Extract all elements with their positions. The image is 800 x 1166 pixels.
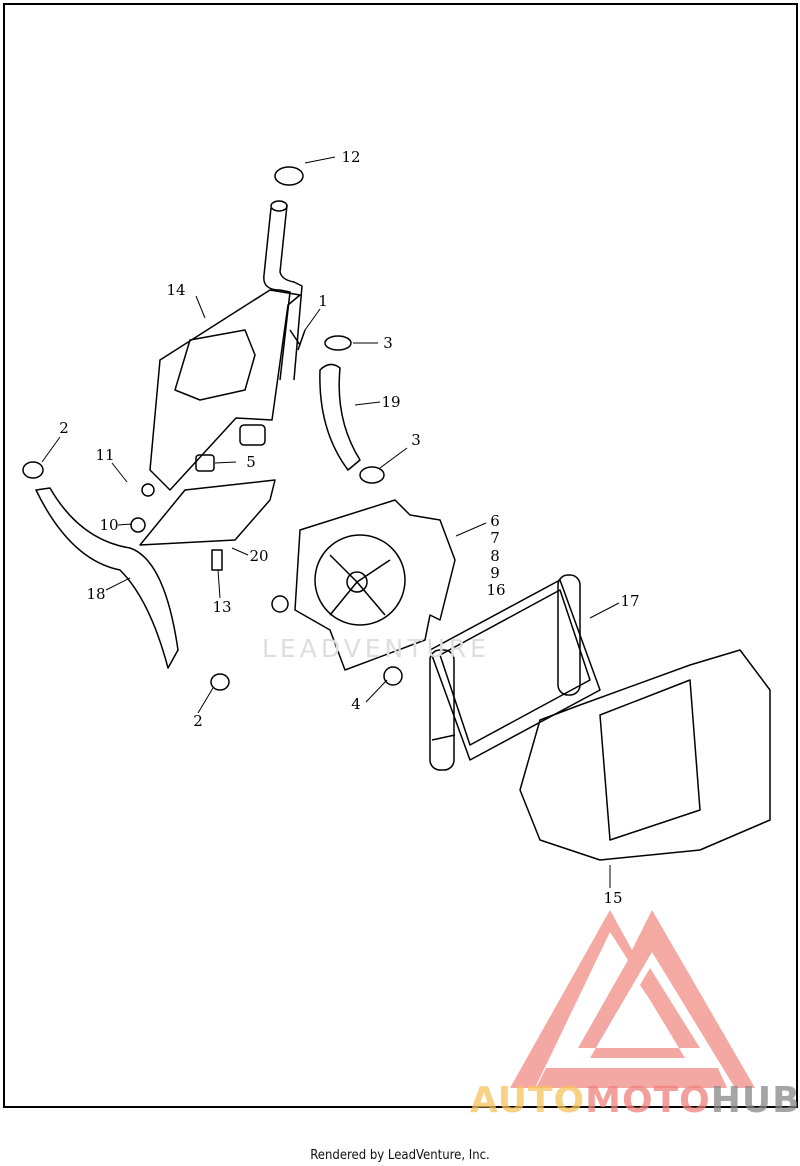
footer-credit: Rendered by LeadVenture, Inc. — [310, 1148, 490, 1163]
hose-19 — [319, 335, 385, 484]
callout-7: 7 — [490, 529, 500, 547]
callout-3: 3 — [383, 334, 393, 352]
logo-moto: MOTO — [585, 1080, 711, 1121]
logo-hub: HUB — [710, 1080, 800, 1121]
callout-16: 16 — [486, 581, 506, 599]
callout-6: 6 — [490, 512, 500, 530]
hose-18 — [22, 461, 230, 691]
callout-18: 18 — [86, 585, 106, 603]
callout-15: 15 — [603, 889, 623, 907]
radiator — [429, 574, 601, 771]
leader-lines — [41, 156, 620, 888]
callout-2: 2 — [59, 419, 69, 437]
diagram-frame — [3, 3, 798, 1108]
small-fasteners — [130, 329, 306, 571]
callout-8: 8 — [490, 547, 500, 565]
callout-9: 9 — [490, 564, 500, 582]
fan-shroud — [271, 499, 456, 686]
upper-hose — [263, 166, 304, 381]
callout-10: 10 — [99, 516, 119, 534]
callout-17: 17 — [620, 592, 640, 610]
bracket — [149, 289, 301, 491]
callout-3b: 3 — [411, 431, 421, 449]
callout-2b: 2 — [193, 712, 203, 730]
callout-4: 4 — [351, 695, 361, 713]
automotohub-logo-text: AUTOMOTOHUB — [470, 1080, 800, 1121]
logo-auto: AUTO — [470, 1080, 586, 1121]
callout-19: 19 — [381, 393, 401, 411]
callout-13: 13 — [212, 598, 232, 616]
callout-12: 12 — [341, 148, 361, 166]
callout-5: 5 — [246, 453, 256, 471]
cover — [139, 479, 276, 546]
callout-11: 11 — [95, 446, 115, 464]
watermark: LEADVENTURE — [262, 634, 490, 663]
callout-14: 14 — [166, 281, 186, 299]
callout-1: 1 — [318, 292, 328, 310]
callout-20: 20 — [249, 547, 269, 565]
radiator-cover — [519, 649, 771, 861]
